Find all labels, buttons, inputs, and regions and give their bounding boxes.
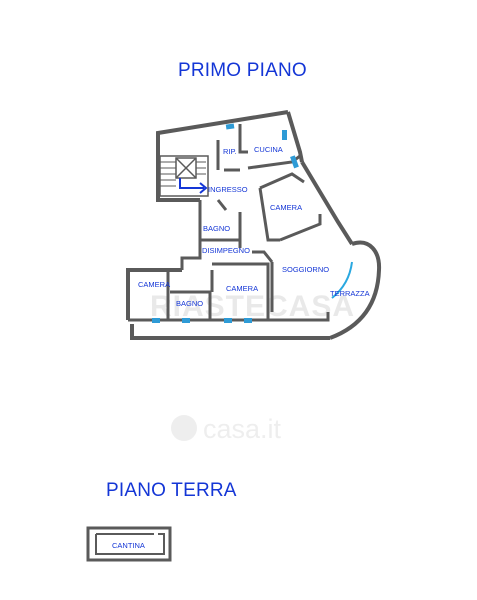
room-label-soggiorno: SOGGIORNO	[282, 265, 329, 274]
windows	[152, 123, 299, 323]
cellar-walls	[86, 526, 172, 562]
casa-it-watermark: casa.it	[171, 414, 282, 444]
room-label-disimpegno: DISIMPEGNO	[202, 246, 250, 255]
terrace-edge	[331, 261, 353, 299]
room-label-camera-1: CAMERA	[270, 203, 302, 212]
outer-walls	[126, 110, 382, 340]
room-label-camera-3: CAMERA	[226, 284, 258, 293]
portal-watermark-text: casa.it	[203, 414, 282, 444]
room-label-cantina: CANTINA	[112, 541, 145, 550]
ground-floor-title: PIANO TERRA	[106, 480, 237, 501]
entrance-arrow	[179, 178, 208, 194]
room-label-terrazza: TERRAZZA	[330, 289, 370, 298]
room-label-ingresso: INGRESSO	[208, 185, 248, 194]
first-floor-title: PRIMO PIANO	[178, 60, 307, 81]
agency-watermark-text: RIASTECASA	[150, 290, 355, 323]
inner-walls	[126, 124, 330, 322]
room-label-camera-2: CAMERA	[138, 280, 170, 289]
stairwell	[159, 155, 209, 197]
room-label-bagno-1: BAGNO	[203, 224, 230, 233]
room-label-rip: RIP.	[223, 147, 237, 156]
room-label-bagno-2: BAGNO	[176, 299, 203, 308]
room-label-cucina: CUCINA	[254, 145, 283, 154]
